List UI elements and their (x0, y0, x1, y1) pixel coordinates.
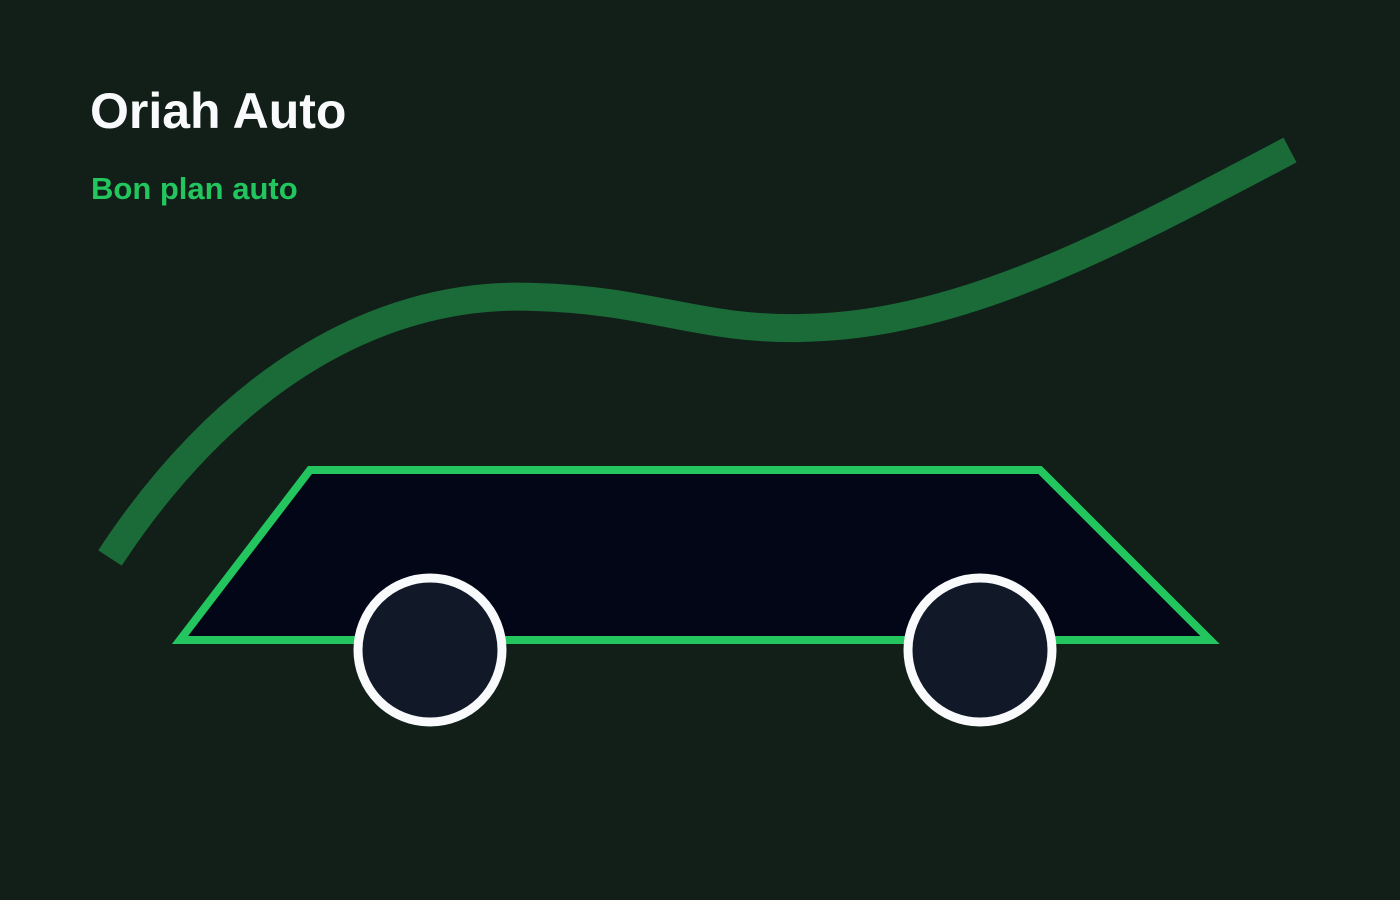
car-body-icon (171, 466, 1220, 644)
rear-wheel-icon (903, 573, 1057, 727)
road-curve-decoration (98, 137, 1297, 566)
brand-tagline: Bon plan auto (91, 171, 298, 206)
front-wheel-icon (353, 573, 507, 727)
brand-title: Oriah Auto (90, 83, 347, 139)
